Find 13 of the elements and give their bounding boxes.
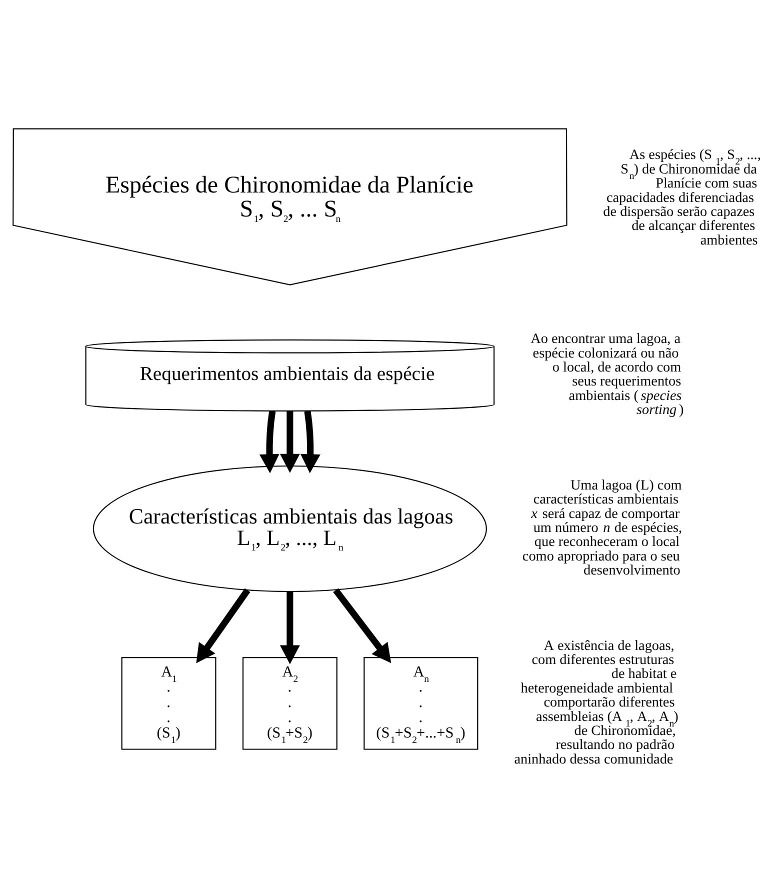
node-box: A$_{2}$ . . . (S$_{1}$+S$_{2}$) <box>242 657 338 750</box>
node-box: A$_{n}$ . . . (S$_{1}$+S$_{2}$+...+S$_{n}$) <box>364 657 478 750</box>
arrow <box>280 592 300 664</box>
arrow <box>196 588 250 664</box>
arrow <box>280 411 300 473</box>
label: Ao encontrar uma lagoa, a espécie colonizará ou não o local, de acordo com seus requerimentos ambientais (species sorting) <box>530 331 684 418</box>
node-box: A$_{1}$ . . . (S$_{1}$) <box>121 657 216 750</box>
label: As espécies (S$_{1}$, S$_{2}$, ..., S$_{n}$) de Chironomidae da Planície com suas capacidades diferenciadas de dispersão serão capazes de alcançar diferentes ambientes <box>603 147 761 248</box>
arrow <box>300 410 320 474</box>
node-ellipse: Características ambientais das lagoas L$_{1}$, L$_{2}$, ..., L$_{n}$ <box>92 465 487 592</box>
arrow <box>259 410 280 474</box>
label: Uma lagoa (L) com características ambientais x será capaz de comportar um número n de espécies, que reconheceram o local como apropriado para o seu desenvolvimento <box>522 477 682 579</box>
arrow <box>333 588 392 664</box>
